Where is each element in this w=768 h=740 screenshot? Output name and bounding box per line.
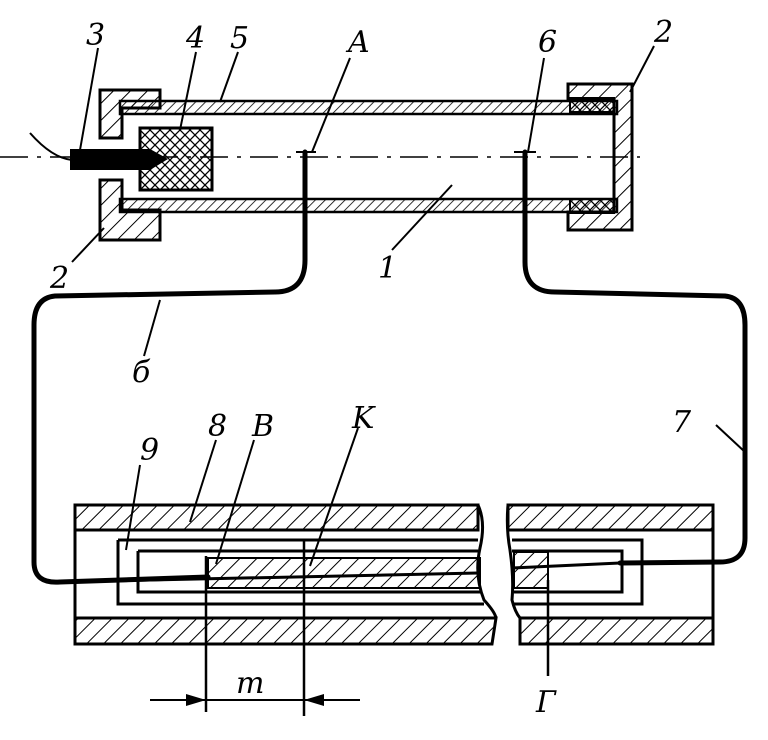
label-G: Г [535,685,557,720]
label-K: K [351,401,376,436]
label-8: 8 [208,409,227,444]
tube-upper-wall [118,99,619,116]
right-seal-lower [569,198,615,214]
feed-wire [29,132,73,161]
label-9: 9 [140,433,159,468]
label-4: 4 [185,21,205,56]
tube-lower-wall [118,197,619,214]
label-B: B [251,409,274,444]
label-m: m [236,666,264,701]
label-2-left: 2 [49,261,69,296]
specimen-assembly [59,503,715,716]
left-flange-upper [98,88,162,140]
label-6-wire: б [132,355,151,390]
leader-lines [71,45,746,567]
sensing-zone-right [513,551,549,589]
label-7: 7 [672,405,692,440]
rod-3 [70,149,168,170]
labels: 3 4 5 A 6 2 2 1 б 7 9 8 B K Г m [49,15,692,720]
label-2-right: 2 [653,15,673,50]
label-5: 5 [230,21,249,56]
label-A: A [345,25,370,60]
wire-7-right [522,149,748,566]
label-1: 1 [378,251,397,286]
tube-assembly [0,82,640,242]
label-6-top: 6 [538,25,557,60]
label-3: 3 [86,18,105,53]
left-flange-lower [98,178,162,242]
wire-6-left [31,149,308,585]
right-seal-upper [569,97,615,113]
